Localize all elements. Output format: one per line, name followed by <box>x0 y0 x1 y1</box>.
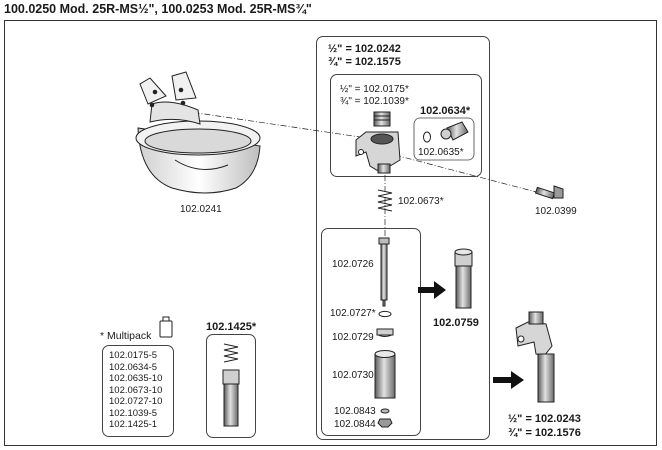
o-ring-part <box>378 310 392 318</box>
kit-1425-parts <box>222 343 240 427</box>
arrow-to-complete-valve <box>493 371 524 389</box>
valve-body-part <box>355 111 401 174</box>
multipack-item: 102.1039-5 <box>109 407 158 419</box>
kit-1425-label: 102.1425* <box>206 321 257 333</box>
multipack-list-box <box>102 345 174 437</box>
valve-assembly-half-label: ½" = 102.0242 <box>328 43 401 55</box>
valve-body-box <box>330 74 482 177</box>
valve-body-threequarter-label: ¾" = 102.1039* <box>340 96 409 107</box>
multipack-item: 102.1425-1 <box>109 419 158 430</box>
screw-part-label: 102.0399 <box>535 206 577 217</box>
arrow-to-insert <box>418 281 446 299</box>
seal-kit-sub-label: 102.0635* <box>418 147 464 158</box>
page-title: 100.0250 Mod. 25R-MS½", 100.0253 Mod. 25… <box>4 2 312 16</box>
complete-valve-part <box>515 311 555 403</box>
valve-assembly-threequarter-label: ¾" = 102.1575 <box>328 56 401 68</box>
multipack-heading: * Multipack <box>100 330 152 342</box>
multipack-list: 102.0175-5 102.0634-5 102.0635-10 102.06… <box>109 350 162 431</box>
column-part-label: 102.0844 <box>334 419 376 430</box>
bowl-part-label: 102.0241 <box>180 204 222 215</box>
valve-assembly-box <box>316 36 490 440</box>
small-ring-part <box>380 408 390 414</box>
complete-valve-threequarter-label: ¾" = 102.1576 <box>508 427 581 439</box>
sleeve-part <box>374 350 396 399</box>
insert-column-box <box>321 228 421 436</box>
spring-part <box>377 189 393 212</box>
seal-kit-part <box>423 121 469 143</box>
column-part-label: 102.0730 <box>332 370 374 381</box>
pin-part <box>378 237 390 307</box>
multipack-item: 102.0673-10 <box>109 384 163 396</box>
seal-kit-label: 102.0634* <box>420 105 471 117</box>
complete-valve-half-label: ½" = 102.0243 <box>508 413 581 425</box>
multipack-item: 102.0175-5 <box>109 350 158 361</box>
spring-label: 102.0673* <box>398 196 444 207</box>
multipack-item: 102.0634-5 <box>109 361 158 373</box>
assembled-insert-part <box>454 248 473 309</box>
multipack-bag-icon <box>159 316 173 338</box>
assembled-insert-label: 102.0759 <box>433 317 479 329</box>
small-nut-part <box>377 418 393 428</box>
column-part-label: 102.0726 <box>332 259 374 270</box>
multipack-item: 102.0727-10 <box>109 396 163 407</box>
column-part-label: 102.0727* <box>330 308 376 319</box>
valve-body-half-label: ½" = 102.0175* <box>340 84 409 95</box>
washer-part <box>376 328 394 337</box>
column-part-label: 102.0729 <box>332 332 374 343</box>
column-part-label: 102.0843 <box>334 406 376 417</box>
screw-part <box>534 185 564 200</box>
multipack-item: 102.0635-10 <box>109 373 163 384</box>
drinking-bowl-part <box>135 71 261 194</box>
kit-1425-box <box>206 334 256 438</box>
diagram-frame <box>4 20 657 446</box>
